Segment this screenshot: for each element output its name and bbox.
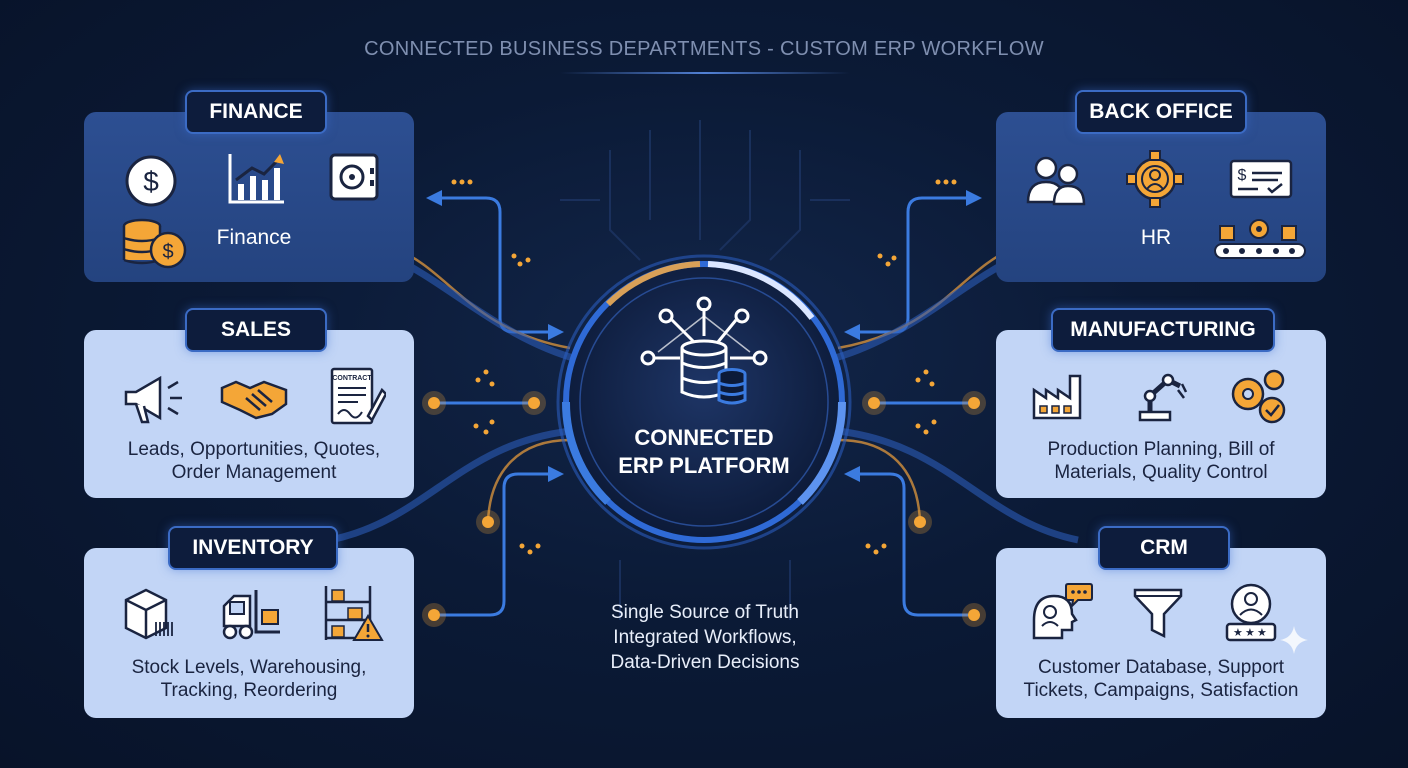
finance-text: Finance <box>216 226 292 249</box>
inventory-text-line1: Stock Levels, Warehousing, <box>131 657 367 678</box>
svg-text:★: ★ <box>1257 626 1267 639</box>
finance-header: FINANCE <box>185 90 327 134</box>
factory-icon <box>1032 374 1082 420</box>
handshake-icon <box>220 380 288 420</box>
rating-badge-icon: ★★★ <box>1225 583 1277 642</box>
back-office-card: $ HR <box>996 112 1326 282</box>
sales-header: SALES <box>185 308 327 352</box>
crm-card: ★★★ Customer Database, Support Tickets, … <box>996 548 1326 718</box>
growth-chart-icon <box>228 154 284 204</box>
contract-icon: CONTRACT <box>330 367 386 425</box>
funnel-icon <box>1133 588 1183 639</box>
gear-person-icon <box>1126 150 1184 208</box>
check-invoice-icon: $ <box>1229 159 1293 199</box>
sales-text-line2: Order Management <box>171 462 337 483</box>
contract-label: CONTRACT <box>332 375 372 382</box>
tagline-line2: Integrated Workflows, <box>613 627 797 648</box>
dollar-coin-icon: $ <box>125 155 177 207</box>
inventory-card: Stock Levels, Warehousing, Tracking, Reo… <box>84 548 414 718</box>
crm-text-line2: Tickets, Campaigns, Satisfaction <box>1023 680 1299 701</box>
tagline-line1: Single Source of Truth <box>611 602 799 623</box>
forklift-icon <box>222 590 280 640</box>
tagline: Single Source of Truth Integrated Workfl… <box>560 600 850 675</box>
database-network-icon <box>640 296 768 405</box>
svg-text:★: ★ <box>1245 626 1255 639</box>
title-underline <box>560 72 850 74</box>
tagline-line3: Data-Driven Decisions <box>610 652 800 673</box>
inventory-header: INVENTORY <box>168 526 338 570</box>
finance-card: $ $ Finance <box>84 112 414 282</box>
sales-text-line1: Leads, Opportunities, Quotes, <box>127 439 381 460</box>
manufacturing-text-line2: Materials, Quality Control <box>1054 462 1268 483</box>
page-title: CONNECTED BUSINESS DEPARTMENTS - CUSTOM … <box>364 38 1044 60</box>
customer-speech-icon <box>1032 583 1093 640</box>
safe-icon <box>329 153 379 201</box>
back-office-text: HR <box>1140 226 1172 249</box>
sales-text: Leads, Opportunities, Quotes, Order Mana… <box>84 438 424 484</box>
shelves-warning-icon <box>324 586 384 641</box>
hub-label-line2: ERP PLATFORM <box>618 453 790 478</box>
hub-label-line1: CONNECTED <box>634 425 774 450</box>
manufacturing-text-line1: Production Planning, Bill of <box>1047 439 1275 460</box>
hub-label: CONNECTED ERP PLATFORM <box>580 424 828 480</box>
svg-text:$: $ <box>143 166 159 197</box>
megaphone-icon <box>124 375 182 424</box>
crm-header: CRM <box>1098 526 1230 570</box>
inventory-text-line2: Tracking, Reordering <box>160 680 338 701</box>
crm-text-line1: Customer Database, Support <box>1037 657 1285 678</box>
back-office-header: BACK OFFICE <box>1075 90 1247 134</box>
inventory-text: Stock Levels, Warehousing, Tracking, Reo… <box>84 656 414 702</box>
sales-card: CONTRACT Leads, Opportunities, Quotes, O… <box>84 330 414 498</box>
sparkle-icon <box>1280 626 1308 654</box>
gears-check-icon <box>1231 369 1286 424</box>
robot-arm-icon <box>1138 373 1188 422</box>
manufacturing-header: MANUFACTURING <box>1051 308 1275 352</box>
svg-text:$: $ <box>162 241 173 263</box>
package-barcode-icon <box>124 588 173 640</box>
conveyor-icon <box>1214 219 1306 259</box>
hub-circle <box>556 254 852 550</box>
crm-text: Customer Database, Support Tickets, Camp… <box>996 656 1326 702</box>
svg-text:★: ★ <box>1233 626 1243 639</box>
manufacturing-card: Production Planning, Bill of Materials, … <box>996 330 1326 498</box>
svg-text:$: $ <box>1238 167 1247 184</box>
manufacturing-text: Production Planning, Bill of Materials, … <box>996 438 1326 484</box>
people-icon <box>1026 156 1086 206</box>
coin-stack-icon: $ <box>122 218 187 269</box>
